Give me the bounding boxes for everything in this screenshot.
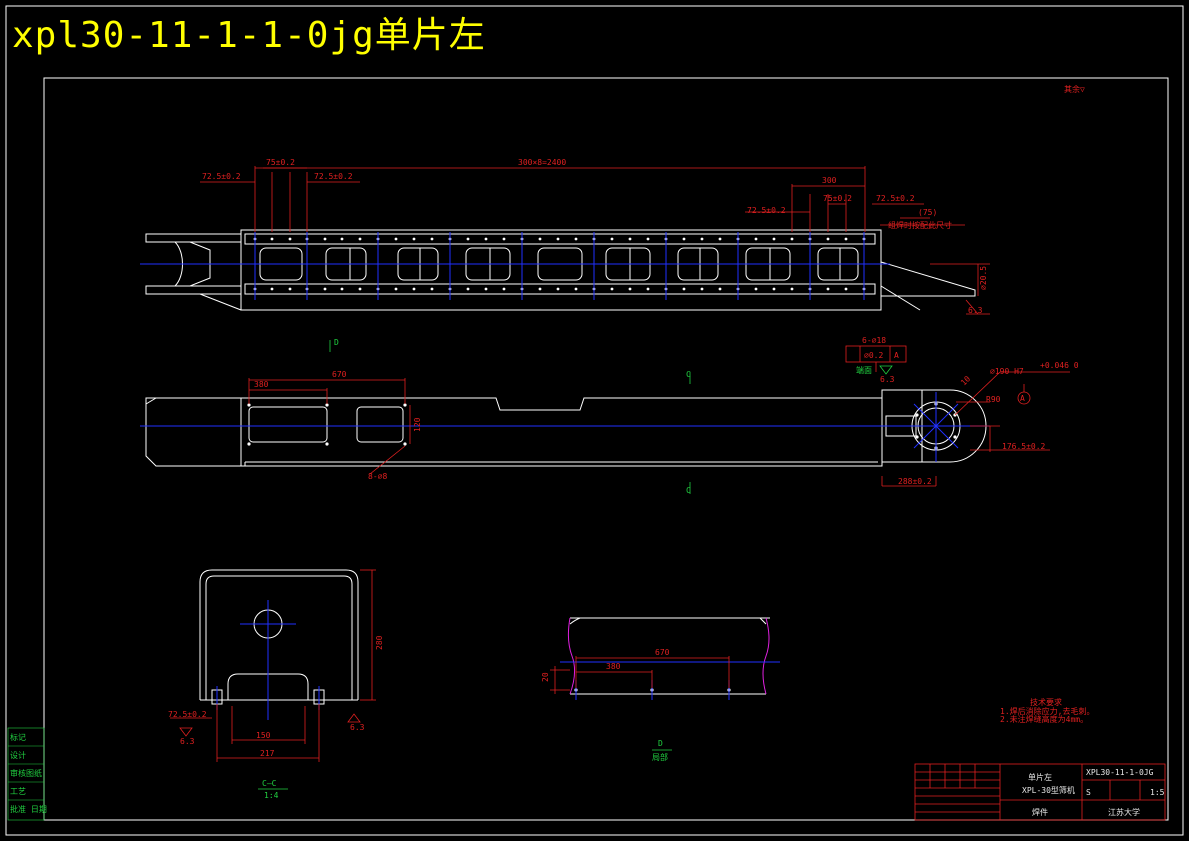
dim-670: 670 <box>332 370 347 379</box>
surface-top: 6.3 <box>968 306 983 315</box>
material: 焊件 <box>1032 807 1048 817</box>
top-view <box>145 229 976 311</box>
datum-circle: A <box>1020 394 1025 403</box>
section-cc-centerlines <box>216 600 320 720</box>
view-d-text: 380 670 20 <box>541 648 670 682</box>
section-cc <box>199 569 359 705</box>
dim-75-paren: (75) <box>918 208 937 217</box>
surface-cc-a: 6.3 <box>180 737 195 746</box>
top-view-centerlines <box>140 232 890 300</box>
dim-tol-val: +0.046 0 <box>1040 361 1079 370</box>
view-d-dim-lines <box>550 656 730 694</box>
dim-10: 10 <box>959 374 972 387</box>
section-c-bottom: C <box>686 486 691 495</box>
top-view-dim-lines <box>200 166 990 315</box>
part-name: 单片左 <box>1028 772 1052 782</box>
section-cc-title: C—C <box>262 779 277 788</box>
view-d <box>569 617 770 695</box>
dim-380: 380 <box>254 380 269 389</box>
section-cc-text: 280 72.5±0.2 6.3 6.3 150 217 <box>168 635 384 758</box>
sheet: S <box>1086 788 1091 797</box>
section-cc-label: C—C 1:4 <box>258 779 288 800</box>
surface-cc-b: 6.3 <box>350 723 365 732</box>
front-view-dim-lines <box>248 371 1070 487</box>
dim-176: 176.5±0.2 <box>1002 442 1046 451</box>
left-table <box>7 727 45 821</box>
dim-288: 288±0.2 <box>898 477 932 486</box>
section-cc-scale: 1:4 <box>264 791 279 800</box>
left-table-row3: 审核图纸 <box>10 768 42 778</box>
title-block-text: XPL30-11-1-0JG 单片左 XPL-30型筛机 焊件 江苏大学 1:5… <box>1022 768 1165 817</box>
outer-border <box>5 5 1184 836</box>
tech-notes-heading: 技术要求 <box>1030 697 1062 707</box>
product-name: XPL-30型筛机 <box>1022 785 1075 795</box>
note-match-weld: 组焊时按配此尺寸 <box>888 220 952 230</box>
dim-72-5-b: 72.5±0.2 <box>747 206 786 215</box>
view-d-dim-380: 380 <box>606 662 621 671</box>
front-view <box>145 389 987 467</box>
front-view-holes <box>247 402 957 450</box>
view-d-dim-670: 670 <box>655 648 670 657</box>
tech-notes-line2: 2.未注焊缝高度为4mm。 <box>1000 714 1088 724</box>
front-view-text-red: 380 670 120 8-∅8 6-∅18 ∅0.2 A 6.3 ∅190 H… <box>254 336 1079 486</box>
left-table-row1: 标记 <box>10 732 26 742</box>
scale: 1:5 <box>1150 788 1165 797</box>
surface-front: 6.3 <box>880 375 895 384</box>
dim-phi190: ∅190 H7 <box>990 367 1024 376</box>
holes-6: 6-∅18 <box>862 336 886 345</box>
dim-side: ∅20.5 <box>979 266 988 290</box>
view-d-label: D 局部 <box>652 739 672 762</box>
drawing-number: XPL30-11-1-0JG <box>1086 768 1154 777</box>
tech-notes-line1: 1.焊后消除应力,去毛刺。 <box>1000 706 1094 716</box>
left-table-text: 标记 设计 审核图纸 工艺 批准 日期 <box>10 732 47 814</box>
dim-72-5-c: 72.5±0.2 <box>876 194 915 203</box>
datum-a: A <box>894 351 899 360</box>
dim-75: 75±0.2 <box>266 158 295 167</box>
dim-150: 150 <box>256 731 271 740</box>
surface-remaining: 其余▽ <box>1064 84 1085 94</box>
drawing-title: xpl30-11-1-1-0jg单片左 <box>12 15 486 56</box>
section-d-marker: D <box>334 338 339 347</box>
left-table-row4: 工艺 <box>10 787 26 796</box>
section-cc-dim-lines <box>170 569 376 762</box>
dim-280: 280 <box>375 635 384 650</box>
view-d-break <box>567 617 770 695</box>
left-table-row5: 批准 日期 <box>10 804 47 814</box>
note-face: 端面 <box>856 365 872 375</box>
dim-75-b: 75±0.2 <box>823 194 852 203</box>
tech-notes: 技术要求 1.焊后消除应力,去毛刺。 2.未注焊缝高度为4mm。 <box>1000 697 1094 724</box>
front-view-text-green: D C C 端面 <box>334 338 872 495</box>
left-table-row2: 设计 <box>10 750 26 760</box>
dim-300: 300 <box>822 176 837 185</box>
front-view-centerlines <box>140 392 990 462</box>
dim-r90: R90 <box>986 395 1001 404</box>
top-view-holes <box>253 237 866 291</box>
top-view-dim-text: 72.5±0.2 75±0.2 72.5±0.2 300×8=2400 300 … <box>202 158 988 315</box>
dim-overall: 300×8=2400 <box>518 158 566 167</box>
holes-8: 8-∅8 <box>368 472 387 481</box>
dim-120: 120 <box>413 417 422 432</box>
tolerance: ∅0.2 <box>864 351 883 360</box>
inner-border <box>43 77 1169 821</box>
view-d-dim-20: 20 <box>541 672 550 682</box>
section-c-top: C <box>686 370 691 379</box>
view-d-sublabel: 局部 <box>652 752 668 762</box>
front-view-annotations <box>329 340 893 494</box>
dim-72: 72.5±0.2 <box>168 710 207 719</box>
dim-72-5-left: 72.5±0.2 <box>202 172 241 181</box>
school: 江苏大学 <box>1108 807 1140 817</box>
title-block <box>914 763 1166 821</box>
front-view-fcf <box>845 345 1031 405</box>
view-d-title: D <box>658 739 663 748</box>
dim-217: 217 <box>260 749 275 758</box>
dim-72-5-right-top: 72.5±0.2 <box>314 172 353 181</box>
